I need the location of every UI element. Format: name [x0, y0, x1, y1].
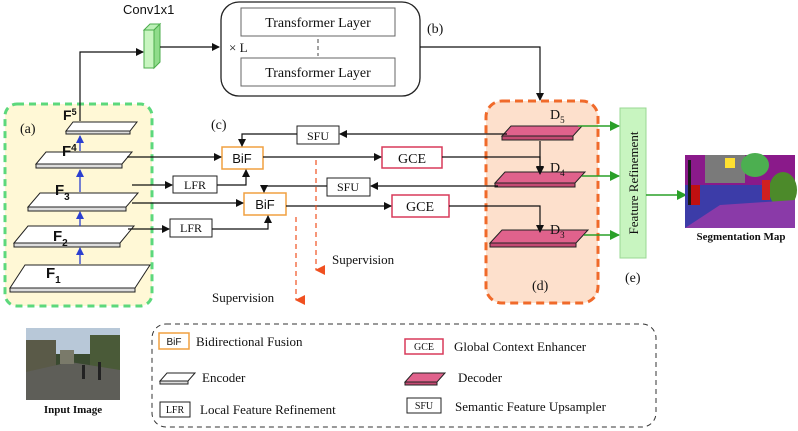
- bif-1-label: BiF: [232, 151, 252, 166]
- legend-encoder-text: Encoder: [202, 370, 246, 385]
- encoder-label-4: F4: [62, 143, 77, 160]
- gce-2-label: GCE: [406, 200, 434, 215]
- tag-d: (d): [532, 279, 549, 294]
- encoder-plane-4: [34, 151, 134, 169]
- gce-1-label: GCE: [398, 152, 426, 167]
- conv-block: [142, 22, 162, 70]
- segmentation-map-image: [685, 153, 797, 228]
- legend-gce-text: Global Context Enhancer: [454, 339, 587, 354]
- encoder-label-1: F1: [46, 265, 61, 286]
- tag-a: (a): [20, 122, 36, 137]
- decoder-label-5: D5: [550, 108, 565, 125]
- conv-label: Conv1x1: [123, 2, 174, 17]
- decoder-plane-4: [493, 171, 587, 188]
- encoder-plane-3: [26, 192, 140, 212]
- f5-to-conv-line: [79, 48, 144, 121]
- legend-lfr-icon: [159, 401, 191, 418]
- feature-refinement-label: Feature Refinement: [626, 131, 641, 234]
- legend-decoder-text: Decoder: [458, 370, 503, 385]
- decoder-panel: [484, 99, 600, 305]
- sfu2-to-bif2: [260, 185, 327, 193]
- encoder-label-5: F5: [63, 107, 77, 123]
- legend-lfr-icon-label: LFR: [166, 405, 185, 416]
- decoder-plane-5: [500, 125, 584, 141]
- lfr1-to-bif1: [217, 169, 250, 186]
- legend-sfu-icon-label: SFU: [415, 401, 434, 412]
- sfu-2-label: SFU: [337, 180, 359, 194]
- sfu-1-label: SFU: [307, 129, 329, 143]
- gce2-to-d3: [449, 205, 544, 233]
- tag-c: (c): [211, 118, 227, 133]
- input-image: [26, 328, 120, 400]
- legend-gce-icon-label: GCE: [414, 342, 434, 353]
- decoder-label-4: D4: [550, 161, 565, 178]
- legend-bif-icon: [158, 332, 190, 350]
- supervision-label-2: Supervision: [212, 290, 275, 305]
- supervision-label-1: Supervision: [332, 252, 395, 267]
- legend-sfu-icon: [406, 397, 442, 414]
- transformer-to-d5-line: [420, 46, 544, 101]
- encoder-label-2: F2: [53, 228, 68, 249]
- encoder-plane-2: [12, 225, 136, 248]
- lfr-2-label: LFR: [180, 221, 202, 235]
- transformer-layer-1: [240, 7, 396, 37]
- feature-refinement-box: [619, 107, 647, 259]
- repeat-label: × L: [229, 40, 248, 55]
- legend-lfr-text: Local Feature Refinement: [200, 402, 336, 417]
- tag-b: (b): [427, 22, 444, 37]
- decoder-plane-3: [488, 229, 590, 248]
- decoder-label-3: D3: [550, 223, 565, 240]
- legend-box: [151, 323, 657, 428]
- legend-sfu-text: Semantic Feature Upsampler: [455, 399, 607, 414]
- gce1-to-d4: [442, 156, 544, 175]
- bif-2-label: BiF: [255, 197, 275, 212]
- legend-bif-text: Bidirectional Fusion: [196, 334, 303, 349]
- lfr-2: [169, 218, 213, 238]
- encoder-plane-5: [64, 121, 139, 135]
- legend-decoder-icon: [403, 372, 447, 386]
- transformer-layer-1-label: Transformer Layer: [265, 16, 371, 31]
- lfr-1-label: LFR: [184, 178, 206, 192]
- legend-bif-icon-label: BiF: [167, 337, 182, 348]
- legend-encoder-icon: [158, 372, 197, 385]
- encoder-plane-1: [9, 264, 151, 293]
- transformer-layer-2: [240, 57, 396, 87]
- lfr2-to-bif2: [212, 215, 272, 230]
- sfu1-to-bif1: [238, 133, 297, 147]
- transformer-layer-2-label: Transformer Layer: [265, 66, 371, 81]
- segmentation-caption: Segmentation Map: [697, 231, 786, 243]
- input-caption: Input Image: [44, 404, 102, 416]
- encoder-label-3: F3: [55, 182, 70, 203]
- legend-gce-icon: [404, 338, 444, 355]
- tag-e: (e): [625, 271, 641, 286]
